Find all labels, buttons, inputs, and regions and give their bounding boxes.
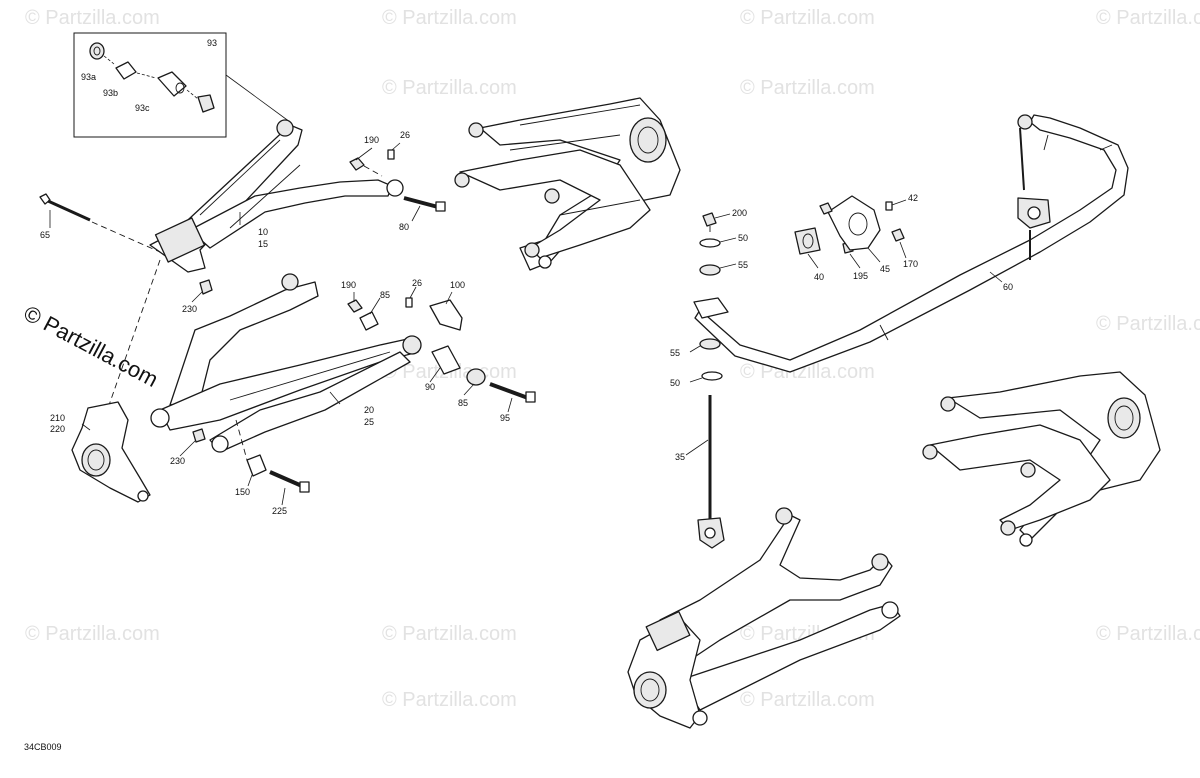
washer-50-top [699, 238, 721, 248]
bushing-55-top [699, 264, 721, 276]
watermark-text: © Partzilla.com [382, 77, 517, 99]
diagram-code: 34CB009 [24, 742, 62, 752]
inset-bushing-kit: 93 93a 93b 93c [73, 32, 291, 138]
bolt-65 [39, 193, 161, 253]
sleeve-90 [431, 345, 461, 375]
sway-bar-60 [694, 114, 1129, 373]
callout-50: 50 [670, 378, 680, 388]
watermark-text: © Partzilla.com [382, 689, 517, 711]
watermark-text: © Partzilla.com [1096, 623, 1200, 645]
watermark-text: © Partzilla.com [740, 689, 875, 711]
callout-200: 200 [732, 208, 747, 218]
callout-15: 15 [258, 239, 268, 249]
callout-26: 26 [400, 130, 410, 140]
callout-10: 10 [258, 227, 268, 237]
callout-90: 90 [425, 382, 435, 392]
upper-a-arm [149, 119, 404, 273]
callout-93c: 93c [135, 103, 150, 113]
watermark-text: © Partzilla.com [382, 7, 517, 29]
callout-190: 190 [341, 280, 356, 290]
callout-150: 150 [235, 487, 250, 497]
inset-frame [73, 32, 227, 138]
bushing-85-right [466, 368, 486, 386]
sway-bar-bushing-40 [794, 227, 821, 255]
watermark-text: © Partzilla.com [1096, 313, 1200, 335]
rear-suspension-assembly-top [454, 97, 681, 271]
callout-85: 85 [380, 290, 390, 300]
callout-40: 40 [814, 272, 824, 282]
nut-190-upper [349, 157, 383, 177]
leader-lines [49, 142, 1003, 506]
bolt-80 [403, 196, 446, 212]
grease-fitting-26-upper [387, 149, 395, 160]
lower-a-arm [150, 273, 422, 453]
callout-93a: 93a [81, 72, 96, 82]
bushing-93c [157, 71, 187, 97]
bushing-93a [89, 42, 105, 60]
callout-93: 93 [207, 38, 217, 48]
callout-25: 25 [364, 417, 374, 427]
callout-100: 100 [450, 280, 465, 290]
bracket-100 [429, 299, 463, 331]
grease-fitting-26-lower [405, 297, 413, 308]
callout-210: 210 [50, 413, 65, 423]
bushing-85-left [359, 311, 379, 331]
nut-230-upper [199, 279, 213, 295]
knuckle [71, 401, 151, 503]
sway-bar-link-end [1017, 114, 1051, 260]
callout-20: 20 [364, 405, 374, 415]
callout-170: 170 [903, 259, 918, 269]
nut-190-clamp [819, 202, 833, 215]
callout-65: 65 [40, 230, 50, 240]
sway-bar-bracket [693, 297, 729, 319]
callout-50: 50 [738, 233, 748, 243]
nut-230-lower [192, 428, 206, 443]
watermark-text: © Partzilla.com [740, 77, 875, 99]
callout-labels: 190 26 80 65 10 15 230 190 85 26 100 90 … [40, 130, 1013, 516]
nut-200 [702, 212, 717, 227]
callout-80: 80 [399, 222, 409, 232]
callout-195: 195 [853, 271, 868, 281]
clamp-45 [827, 195, 881, 251]
sleeve-93b [115, 61, 137, 80]
watermark-layer: © Partzilla.com © Partzilla.com © Partzi… [25, 7, 1200, 711]
callout-55: 55 [670, 348, 680, 358]
rear-suspension-assembly-right [922, 371, 1161, 547]
nut-170 [891, 228, 905, 242]
callout-93b: 93b [103, 88, 118, 98]
callout-35: 35 [675, 452, 685, 462]
callout-230: 230 [170, 456, 185, 466]
callout-60: 60 [1003, 282, 1013, 292]
callout-230: 230 [182, 304, 197, 314]
watermark-text: © Partzilla.com [1096, 7, 1200, 29]
callout-220: 220 [50, 424, 65, 434]
bushing-150 [246, 454, 267, 477]
callout-95: 95 [500, 413, 510, 423]
partzilla-logo: © Partzilla.com [20, 300, 163, 392]
bolt-225 [269, 470, 310, 493]
watermark-text: © Partzilla.com [740, 7, 875, 29]
washer-50-bottom [701, 371, 723, 381]
link-rod-35 [697, 395, 725, 549]
rear-suspension-assembly-bottom [627, 507, 901, 729]
watermark-text: © Partzilla.com [382, 623, 517, 645]
grease-fitting-42 [885, 201, 893, 211]
nut-190-lower [347, 299, 363, 313]
callout-26: 26 [412, 278, 422, 288]
callout-55: 55 [738, 260, 748, 270]
callout-85: 85 [458, 398, 468, 408]
callout-45: 45 [880, 264, 890, 274]
nut-93 [197, 94, 215, 113]
callout-225: 225 [272, 506, 287, 516]
callout-190: 190 [364, 135, 379, 145]
bushing-55-bottom [699, 338, 721, 350]
callout-42: 42 [908, 193, 918, 203]
watermark-text: © Partzilla.com [25, 623, 160, 645]
watermark-text: © Partzilla.com [25, 7, 160, 29]
bolt-95 [489, 382, 536, 403]
